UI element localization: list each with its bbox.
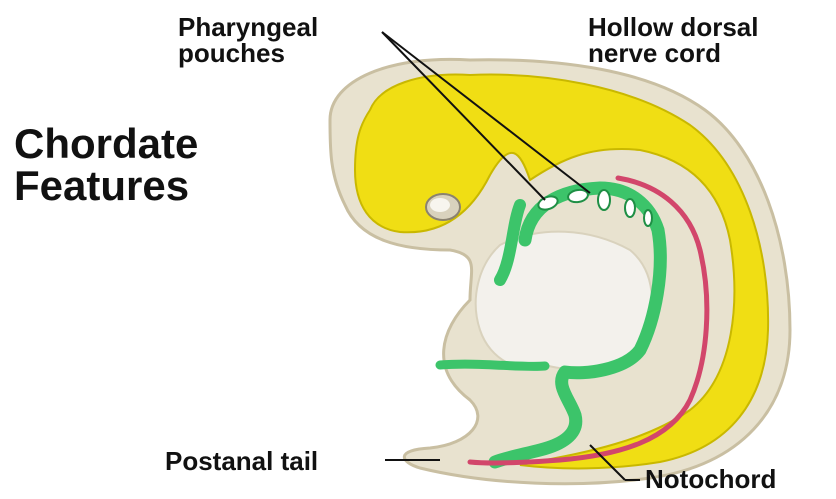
label-pharyngeal-2: pouches xyxy=(178,40,285,66)
label-postanal-tail: Postanal tail xyxy=(165,448,318,474)
pouch-5 xyxy=(644,210,652,226)
label-pharyngeal-1: Pharyngeal xyxy=(178,14,318,40)
label-nerve-1: Hollow dorsal xyxy=(588,14,758,40)
gut-tube-edge xyxy=(440,364,545,366)
pouch-4 xyxy=(625,199,635,217)
title-line-2: Features xyxy=(14,165,189,207)
eye-highlight xyxy=(430,198,450,212)
title-line-1: Chordate xyxy=(14,123,198,165)
label-nerve-2: nerve cord xyxy=(588,40,721,66)
pouch-3 xyxy=(598,190,610,210)
yolk-sac xyxy=(476,232,652,370)
label-notochord: Notochord xyxy=(645,466,776,492)
